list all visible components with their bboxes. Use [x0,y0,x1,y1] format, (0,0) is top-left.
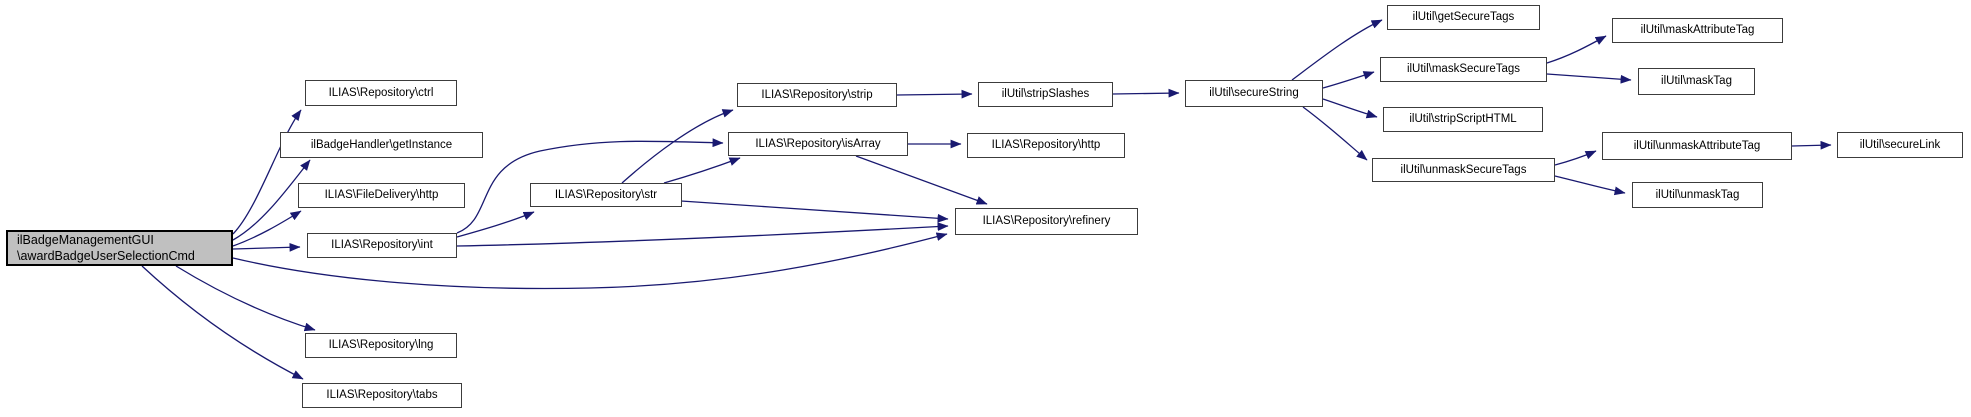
node-label: ilUtil\maskTag [1661,75,1732,87]
node-int[interactable]: ILIAS\Repository\int [307,233,457,258]
node-label: ilUtil\stripSlashes [1001,88,1090,100]
node-strip[interactable]: ILIAS\Repository\strip [737,83,897,107]
node-refinery[interactable]: ILIAS\Repository\refinery [955,208,1138,235]
edge-main-to-tabs [141,265,304,380]
edge-secureString-to-stripScriptHTML [1322,98,1378,119]
edge-int-to-str [456,211,535,238]
node-label: ILIAS\Repository\tabs [326,389,438,401]
node-label: ilUtil\maskSecureTags [1406,63,1521,75]
node-secureLink[interactable]: ilUtil\secureLink [1837,132,1963,158]
node-label: ILIAS\Repository\http [991,139,1101,151]
node-label: ILIAS\Repository\isArray [755,137,881,150]
edge-main-to-int [232,242,301,252]
node-label: ilUtil\getSecureTags [1412,11,1515,23]
node-label: ILIAS\FileDelivery\http [324,189,439,201]
node-isArray[interactable]: ILIAS\Repository\isArray [728,132,908,156]
edge-unmaskSecureTags-to-unmaskTag [1554,175,1626,196]
node-label: ilUtil\secureString [1209,87,1299,99]
node-secureString[interactable]: ilUtil\secureString [1185,80,1323,107]
node-unmaskAttributeTag[interactable]: ilUtil\unmaskAttributeTag [1602,132,1792,160]
node-label: ilUtil\maskAttributeTag [1640,24,1755,36]
node-maskSecureTags[interactable]: ilUtil\maskSecureTags [1380,57,1547,82]
node-label: ilUtil\stripScriptHTML [1409,113,1517,125]
node-label: ilUtil\unmaskSecureTags [1400,163,1527,176]
node-label: ilBadgeManagementGUI [17,233,154,247]
edge-unmaskSecureTags-to-unmaskAttributeTag [1554,150,1597,166]
edge-main-to-lng [175,265,316,332]
node-lng[interactable]: ILIAS\Repository\lng [305,333,457,358]
edge-secureString-to-unmaskSecureTags [1302,106,1368,161]
node-unmaskSecureTags[interactable]: ilUtil\unmaskSecureTags [1372,158,1555,182]
node-label: \awardBadgeUserSelectionCmd [17,249,195,263]
edge-main-to-refinery [232,232,948,290]
node-fdhttp[interactable]: ILIAS\FileDelivery\http [298,183,465,208]
node-label: ILIAS\Repository\strip [761,88,873,101]
node-label: ILIAS\Repository\int [331,239,433,251]
node-getSecureTags[interactable]: ilUtil\getSecureTags [1387,5,1540,30]
edge-str-to-isArray [663,157,741,184]
node-getInstance[interactable]: ilBadgeHandler\getInstance [280,132,483,158]
edge-maskSecureTags-to-maskAttributeTag [1546,35,1607,64]
edge-int-to-isArray [456,138,724,234]
node-label: ilBadgeHandler\getInstance [310,138,453,151]
node-unmaskTag[interactable]: ilUtil\unmaskTag [1632,182,1763,208]
node-current-function: ilBadgeManagementGUI \awardBadgeUserSelec… [6,230,233,266]
edge-strip-to-stripSlashes [896,89,973,99]
edge-stripSlashes-to-secureString [1112,88,1180,98]
node-rephttp[interactable]: ILIAS\Repository\http [967,133,1125,158]
edge-str-to-strip [621,109,734,184]
node-maskAttributeTag[interactable]: ilUtil\maskAttributeTag [1612,18,1783,43]
node-label: ILIAS\Repository\lng [328,339,434,351]
edge-secureString-to-maskSecureTags [1322,71,1375,89]
node-tabs[interactable]: ILIAS\Repository\tabs [302,383,462,408]
edge-maskSecureTags-to-maskTag [1546,73,1632,84]
edge-str-to-refinery [680,200,949,223]
edge-isArray-to-refinery [855,155,988,205]
edge-main-to-fdhttp [232,210,302,247]
edge-unmaskAttributeTag-to-secureLink [1791,140,1832,150]
node-maskTag[interactable]: ilUtil\maskTag [1638,68,1755,95]
edge-int-to-refinery [456,222,949,247]
node-label: ilUtil\unmaskAttributeTag [1633,139,1761,152]
node-stripSlashes[interactable]: ilUtil\stripSlashes [978,82,1113,107]
edge-secureString-to-getSecureTags [1291,19,1383,81]
node-label: ilUtil\unmaskTag [1655,188,1740,201]
node-label: ilUtil\secureLink [1859,138,1941,151]
node-label: ILIAS\Repository\refinery [982,215,1111,227]
edge-main-to-getInstance [232,159,311,241]
node-str[interactable]: ILIAS\Repository\str [530,183,682,207]
node-label: ILIAS\Repository\str [554,188,658,201]
node-ctrl[interactable]: ILIAS\Repository\ctrl [305,80,457,106]
node-label: ILIAS\Repository\ctrl [328,86,434,99]
edge-main-to-ctrl [232,109,302,235]
node-stripScriptHTML[interactable]: ilUtil\stripScriptHTML [1383,107,1543,132]
